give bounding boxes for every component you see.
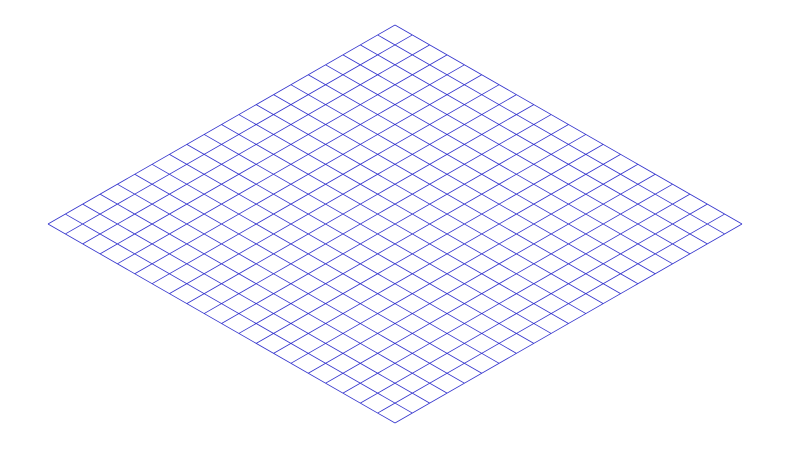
grid-line-b bbox=[342, 193, 691, 394]
grid-line-b bbox=[273, 154, 621, 354]
grid-line-b bbox=[99, 54, 448, 255]
grid-lines bbox=[47, 24, 743, 424]
grid-line-b bbox=[325, 183, 673, 384]
grid-line-b bbox=[82, 44, 430, 245]
grid-line-b bbox=[203, 114, 552, 314]
grid-line-b bbox=[221, 124, 569, 324]
grid-line-b bbox=[394, 223, 743, 424]
grid-line-b bbox=[186, 104, 534, 304]
grid-line-b bbox=[117, 64, 465, 265]
grid-line-b bbox=[134, 74, 482, 275]
grid-line-b bbox=[169, 94, 517, 294]
grid-line-b bbox=[65, 34, 413, 235]
grid-line-b bbox=[377, 213, 725, 414]
grid-line-b bbox=[308, 173, 656, 374]
grid-line-b bbox=[360, 203, 708, 404]
grid-line-b bbox=[256, 144, 604, 344]
grid-line-b bbox=[151, 84, 500, 285]
grid-line-b bbox=[47, 24, 396, 225]
grid-line-b bbox=[238, 134, 587, 334]
grid-line-b bbox=[290, 163, 639, 364]
